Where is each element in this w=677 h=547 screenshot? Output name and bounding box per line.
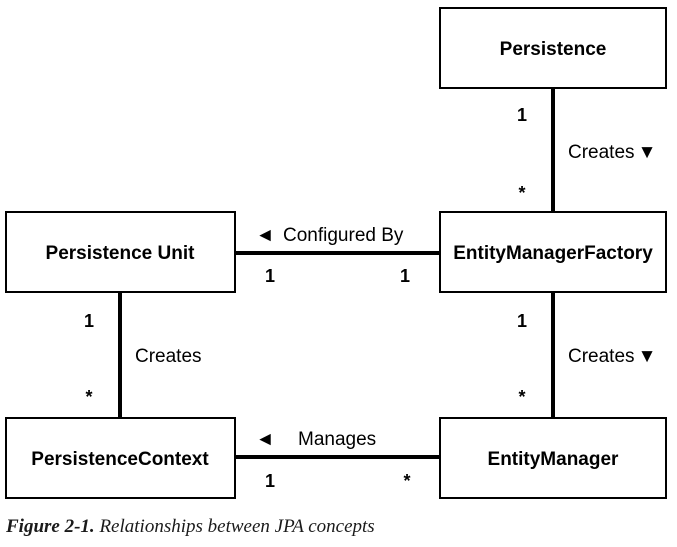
mult-emf-bottom: 1 (517, 311, 527, 331)
mult-emf-left: 1 (400, 266, 410, 286)
box-persistence-label: Persistence (500, 39, 607, 60)
mult-em-left-star: * (403, 471, 410, 491)
arrow-left-icon: ◄ (256, 429, 275, 450)
edge-label-unit-creates: Creates (135, 346, 202, 367)
jpa-relationship-diagram: Persistence Persistence Unit EntityManag… (5, 7, 667, 499)
edge-label-persistence-creates: Creates (568, 142, 635, 163)
arrow-down-icon: ▼ (638, 142, 657, 163)
figure-label: Figure 2-1. (6, 516, 95, 537)
mult-emf-top-star: * (518, 183, 525, 203)
edge-label-configured-by: Configured By (283, 225, 404, 246)
figure-caption-text: Relationships between JPA concepts (99, 516, 375, 537)
figure-caption: Figure 2-1. Relationships between JPA co… (6, 516, 375, 538)
box-entity-manager: EntityManager (439, 417, 667, 499)
arrow-left-icon: ◄ (256, 225, 275, 246)
mult-context-top-star: * (85, 387, 92, 407)
edge-label-manages: Manages (298, 429, 376, 450)
box-entity-manager-label: EntityManager (488, 449, 620, 470)
box-persistence-unit: Persistence Unit (5, 211, 236, 293)
box-persistence: Persistence (439, 7, 667, 89)
box-entity-manager-factory: EntityManagerFactory (439, 211, 667, 293)
edge-label-emf-creates: Creates (568, 346, 635, 367)
box-persistence-unit-label: Persistence Unit (46, 243, 196, 264)
mult-unit-bottom: 1 (84, 311, 94, 331)
mult-em-top-star: * (518, 387, 525, 407)
arrow-down-icon: ▼ (638, 346, 657, 367)
box-entity-manager-factory-label: EntityManagerFactory (453, 243, 653, 264)
mult-unit-right: 1 (265, 266, 275, 286)
mult-context-right: 1 (265, 471, 275, 491)
box-persistence-context-label: PersistenceContext (31, 449, 209, 470)
box-persistence-context: PersistenceContext (5, 417, 236, 499)
mult-persistence-top: 1 (517, 105, 527, 125)
